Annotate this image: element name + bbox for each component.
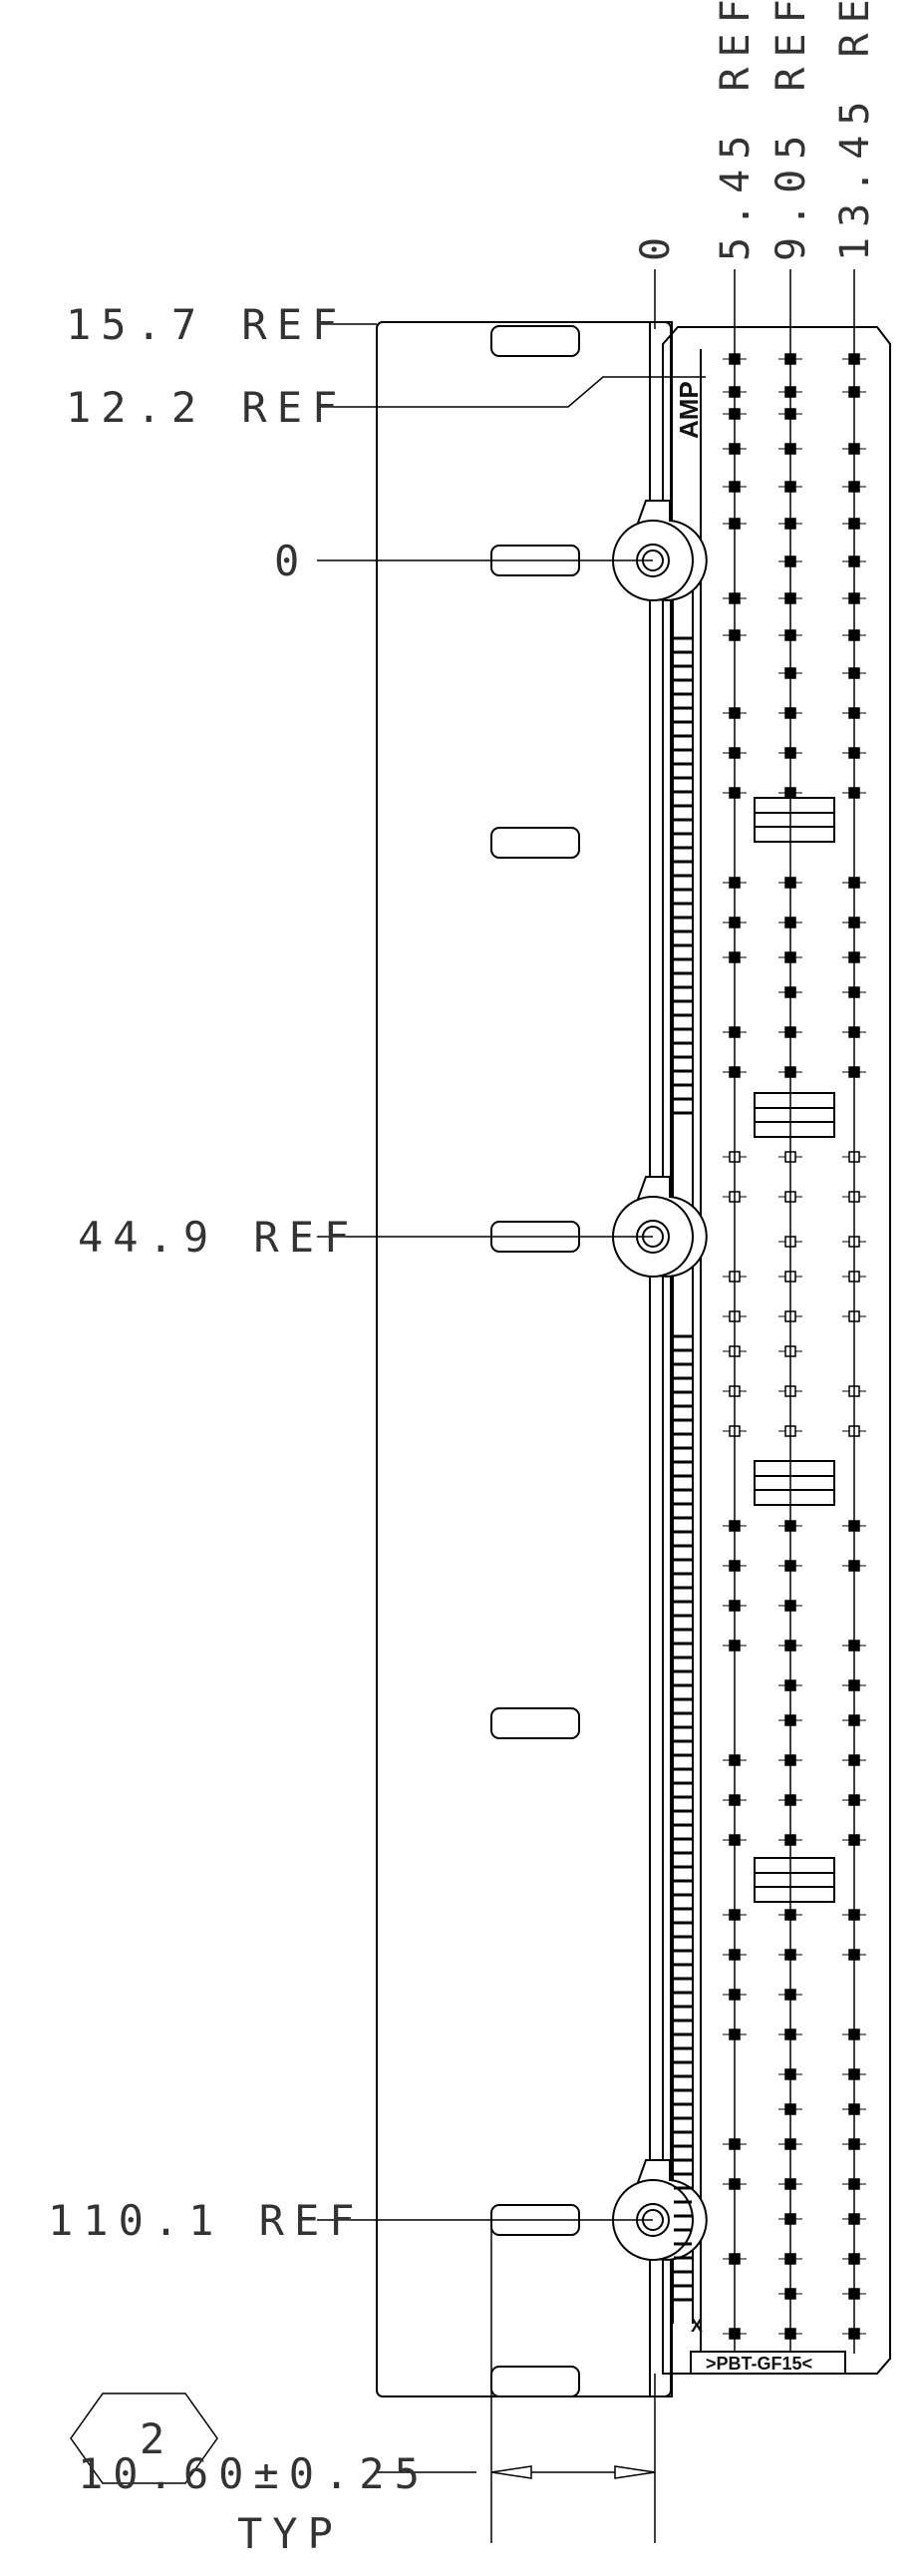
dim-label-12-2: 12.2 REF xyxy=(66,383,347,432)
comb-ribs xyxy=(674,636,692,2302)
connector-housing xyxy=(376,321,672,2397)
top-dim-13-45: 13.45 REF xyxy=(832,0,878,261)
material-mark-text: >PBT-GF15< xyxy=(706,2354,812,2374)
polarization-key xyxy=(754,1092,835,1138)
polarization-key xyxy=(754,1857,835,1903)
latch-slot xyxy=(490,325,580,357)
callout-number: 2 xyxy=(140,2414,164,2463)
pin-grid xyxy=(723,353,866,2340)
polarization-key xyxy=(754,1460,835,1506)
latch-slot xyxy=(490,1707,580,1739)
latch-slot xyxy=(490,827,580,859)
bottom-dim-note: TYP xyxy=(237,2509,343,2558)
material-mark-box xyxy=(690,2351,846,2375)
mounting-ears xyxy=(612,500,708,2261)
bottom-dim-value: 10.60±0.25 xyxy=(78,2449,430,2498)
mating-flange xyxy=(649,321,673,2397)
latch-slot xyxy=(490,2366,580,2397)
amp-logo-text: AMP xyxy=(674,381,704,439)
polarization-keys xyxy=(754,797,835,1903)
top-dim-zero: 0 xyxy=(633,227,679,261)
polarization-key xyxy=(754,797,835,843)
dim-label-110-1: 110.1 REF xyxy=(48,2196,365,2245)
dim-label-44-9: 44.9 REF xyxy=(78,1213,359,1262)
callout-hexagon xyxy=(70,2392,218,2484)
top-dim-5-45: 5.45 REF xyxy=(713,0,759,261)
dim-label-15-7: 15.7 REF xyxy=(66,300,347,349)
pin-one-marker: X xyxy=(691,2316,703,2336)
top-dim-9-05: 9.05 REF xyxy=(768,0,814,261)
latch-slots xyxy=(490,325,580,2397)
dim-label-zero: 0 xyxy=(274,537,309,585)
